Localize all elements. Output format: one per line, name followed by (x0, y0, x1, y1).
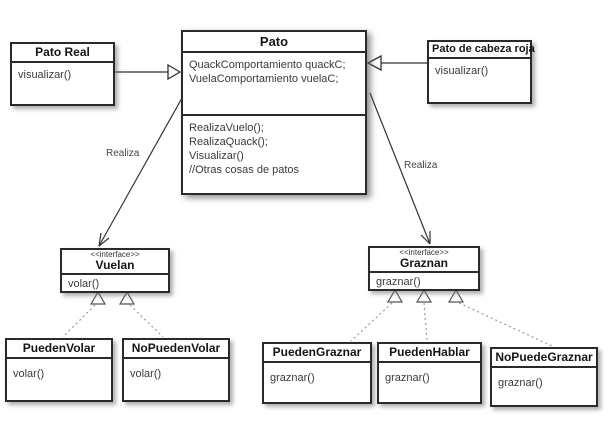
realization-triangle (415, 288, 433, 303)
hollow-triangle-arrowhead (366, 54, 382, 72)
method-label: Visualizar() (189, 150, 244, 162)
realization-triangle (89, 290, 107, 305)
methods-compartment: RealizaVuelo(); RealizaQuack(); Visualiz… (183, 116, 365, 193)
method-label: graznar() (270, 372, 315, 384)
class-box-no-pueden-volar: NoPuedenVolar volar() (122, 338, 230, 402)
methods-compartment: volar() (124, 359, 228, 400)
class-title: PuedenHablar (379, 344, 480, 363)
methods-compartment: visualizar() (429, 59, 530, 102)
class-box-pueden-volar: PuedenVolar volar() (5, 338, 113, 402)
open-arrowhead (98, 237, 110, 247)
edge-label-realiza-right: Realiza (404, 160, 438, 171)
class-box-pato-real: Pato Real visualizar() (10, 42, 115, 106)
class-box-no-puede-graznar: NoPuedeGraznar graznar() (490, 347, 598, 407)
class-box-pato: Pato QuackComportamiento quackC; VuelaCo… (181, 30, 367, 195)
edge-label-realiza-left: Realiza (106, 148, 140, 159)
open-arrowhead (98, 232, 102, 247)
methods-compartment: graznar() (264, 363, 370, 402)
interface-title: Vuelan (95, 258, 135, 273)
method-label: graznar() (498, 377, 543, 389)
edge-puedengraznar-graznan (350, 302, 393, 342)
class-title: NoPuedenVolar (124, 340, 228, 359)
attribute-label: QuackComportamiento quackC; (189, 59, 346, 71)
class-box-pato-de-cabeza-roja: Pato de cabeza roja visualizar() (427, 40, 535, 104)
method-label: volar() (68, 277, 100, 290)
edge-patocabezaroja-pato (366, 54, 427, 72)
method-label: //Otras cosas de patos (189, 164, 300, 176)
class-title: PuedenGraznar (264, 344, 370, 363)
class-title: Pato (183, 32, 365, 53)
interface-title: Graznan (399, 256, 448, 271)
methods-compartment: graznar() (370, 273, 478, 291)
methods-compartment: graznar() (492, 368, 596, 405)
realization-triangle (447, 288, 465, 303)
class-title: PuedenVolar (7, 340, 111, 359)
stereotype-label: <<interface>> (399, 248, 449, 257)
method-label: visualizar() (435, 65, 489, 77)
class-title: NoPuedeGraznar (492, 349, 596, 368)
class-box-pueden-graznar: PuedenGraznar graznar() (262, 342, 372, 404)
edge-pato-graznan (369, 92, 431, 245)
class-title: Pato Real (12, 44, 113, 63)
attribute-label: VuelaComportamiento vuelaC; (189, 73, 339, 85)
method-label: RealizaVuelo(); (189, 122, 264, 134)
method-label: visualizar() (18, 69, 72, 81)
interface-box-vuelan: <<interface>> Vuelan volar() (60, 248, 170, 293)
methods-compartment: volar() (7, 359, 111, 400)
edge-pato-vuelan (98, 97, 183, 247)
methods-compartment: volar() (62, 275, 168, 293)
method-label: volar() (13, 368, 45, 380)
class-title: Pato de cabeza roja (429, 42, 535, 59)
attributes-compartment: QuackComportamiento quackC; VuelaComport… (183, 53, 365, 116)
class-box-pueden-hablar: PuedenHablar graznar() (377, 342, 482, 404)
methods-compartment: visualizar() (12, 63, 113, 104)
edge-patoreal-pato (115, 63, 182, 81)
realization-triangle (386, 288, 404, 303)
interface-header: <<interface>> Graznan (370, 248, 478, 273)
edge-nopuedegraznar-graznan (458, 302, 553, 347)
methods-compartment: graznar() (379, 363, 480, 402)
method-label: RealizaQuack(); (189, 136, 268, 148)
interface-box-graznan: <<interface>> Graznan graznar() (368, 246, 480, 291)
method-label: graznar() (376, 275, 421, 288)
hollow-triangle-arrowhead (167, 63, 182, 81)
method-label: graznar() (385, 372, 430, 384)
interface-header: <<interface>> Vuelan (62, 250, 168, 275)
stereotype-label: <<interface>> (90, 250, 140, 259)
edge-nopuedenvolar-vuelan (129, 304, 164, 338)
open-arrowhead (420, 234, 431, 245)
method-label: volar() (130, 368, 162, 380)
edge-puedenvolar-vuelan (62, 304, 96, 338)
realization-triangle (118, 290, 136, 305)
edge-puedenhablar-graznan (423, 302, 428, 342)
